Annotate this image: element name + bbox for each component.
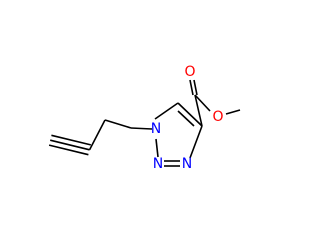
ester-o-methyl-bond (225, 109, 241, 115)
chain-bond-1 (88, 119, 106, 151)
chain-bond-2 (104, 119, 132, 129)
atom-o-ester: O (212, 109, 223, 125)
chemical-structure-diagram: N N N O O (48, 64, 241, 172)
atom-labels: N N N O O (151, 64, 224, 172)
c4-n3-bond (189, 125, 203, 159)
n2-n1-bond (155, 138, 159, 158)
alkyne-triple-bond-line-2 (48, 144, 89, 156)
bonds (48, 79, 241, 167)
c5-c4-double-bond-outer (177, 102, 203, 127)
atom-n2: N (153, 156, 163, 172)
c5-c4-double-bond-inner (177, 110, 195, 127)
c4-carbonyl-bond (194, 94, 203, 127)
carbonyl-double-bond-2 (193, 79, 198, 96)
n1-c5-bond (154, 102, 179, 120)
alkyne-triple-bond-line-3 (51, 134, 91, 146)
alkyne-triple-bond-line-1 (50, 139, 90, 151)
atom-n3: N (182, 156, 192, 172)
carbonyl-double-bond-1 (189, 79, 194, 96)
atom-n1: N (151, 121, 161, 137)
carbonyl-to-ester-o-bond (194, 94, 211, 112)
chain-to-n1-bond (130, 127, 153, 130)
atom-o-carbonyl: O (184, 64, 195, 80)
